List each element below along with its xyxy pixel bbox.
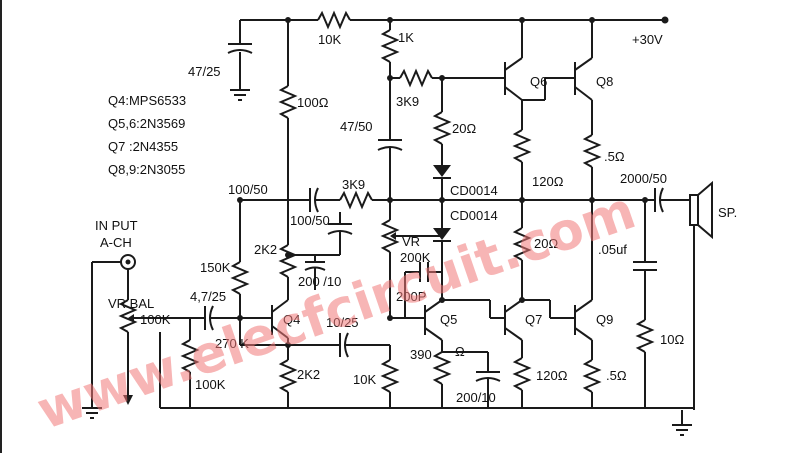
left-border (0, 0, 2, 453)
label-270k: 270 K (215, 336, 249, 351)
label-10-ohm-out: 10Ω (660, 332, 685, 347)
label-390-unit: Ω (455, 344, 465, 359)
label-10-25: 10/25 (326, 315, 359, 330)
label-47-25: 47/25 (188, 64, 221, 79)
label-10k-top: 10K (318, 32, 342, 47)
transistor-q8 (574, 20, 593, 135)
label-100k-pot: 100K (140, 312, 171, 327)
capacitor-200-10-b (475, 352, 501, 408)
label-47-50: 47/50 (340, 119, 373, 134)
diode-cd0014-a (433, 165, 451, 228)
label-200k: 200K (400, 250, 431, 265)
resistor-10k-bot (380, 345, 400, 408)
label-q4: Q4 (283, 312, 301, 327)
transistor-q7 (442, 299, 575, 358)
resistor-2k2-bot (278, 359, 298, 408)
resistor-100-ohm (278, 20, 298, 200)
resistor-270k (189, 318, 288, 346)
resistor-20-ohm-top (432, 78, 452, 165)
label-20-ohm-top: 20Ω (452, 121, 477, 136)
capacitor-10-25 (288, 332, 390, 358)
transistor-q6 (504, 20, 575, 130)
resistor-3k9-top (390, 68, 505, 88)
speaker (681, 180, 713, 425)
capacitor-200-10-a (304, 255, 326, 290)
label-q7: Q7 (525, 312, 543, 327)
label-q8: Q8 (596, 74, 614, 89)
capacitor-100-50-a (239, 187, 393, 262)
transistor-q4 (218, 299, 291, 360)
supply-label: +30V (632, 32, 663, 47)
label-05-ohm-top: .5Ω (604, 149, 625, 164)
label-3k9-top: 3K9 (396, 94, 420, 109)
label-4-7-25: 4,7/25 (190, 289, 227, 304)
resistor-150k (230, 261, 250, 318)
label-vr: VR (402, 234, 421, 249)
parts-list-q4: Q4:MPS6533 (108, 93, 187, 108)
label-2000-50: 2000/50 (620, 171, 667, 186)
label-diode-a: CD0014 (450, 183, 498, 198)
resistor-2k2-top (278, 200, 298, 300)
resistor-05-ohm-bot (582, 359, 602, 408)
label-3k9-mid: 3K9 (342, 177, 366, 192)
label-1k: 1K (398, 30, 414, 45)
resistor-20-ohm-mid (512, 227, 532, 300)
label-05-ohm-bot: .5Ω (606, 368, 627, 383)
label-diode-b: CD0014 (450, 208, 498, 223)
resistor-120-ohm-bot (512, 357, 532, 408)
label-120-ohm-top: 120Ω (532, 174, 564, 189)
capacitor-05uf (633, 200, 657, 320)
transistor-q5 (390, 299, 488, 353)
transistor-q9 (574, 299, 593, 360)
label-20-ohm-mid: 20Ω (534, 236, 559, 251)
label-150k: 150K (200, 260, 231, 275)
label-200-10-a: 200 /10 (298, 274, 342, 289)
label-2k2-bot: 2K2 (297, 367, 321, 382)
label-100k-bot: 100K (195, 377, 226, 392)
diode-cd0014-b (433, 228, 451, 300)
resistor-100k-bot (180, 339, 200, 408)
capacitor-4-7-25 (145, 305, 218, 331)
potentiometer-vr (380, 200, 442, 318)
capacitor-200p (404, 262, 442, 318)
parts-list-q7: Q7 :2N4355 (108, 139, 179, 154)
capacitor-47-25 (227, 20, 253, 101)
label-channel: A-CH (100, 235, 132, 250)
resistor-390-ohm (432, 351, 452, 408)
label-05uf: .05uf (598, 242, 627, 257)
resistor-1k (380, 20, 400, 140)
label-100-50-a: 100/50 (228, 182, 268, 197)
label-q6: Q6 (530, 74, 548, 89)
label-200p: 200P (396, 289, 427, 304)
label-200-10-b: 200/10 (456, 390, 496, 405)
label-390: 390 (410, 347, 432, 362)
label-100-ohm-top: 100Ω (297, 95, 329, 110)
label-100-50-b: 100/50 (290, 213, 330, 228)
label-q5: Q5 (440, 312, 458, 327)
input-jack (82, 254, 136, 419)
label-speaker: SP. (718, 205, 738, 220)
resistor-10-ohm-out (635, 319, 655, 408)
parts-list-q89: Q8,9:2N3055 (108, 162, 186, 177)
supply-rail (240, 10, 669, 30)
label-vr-bal: VR BAL (108, 296, 155, 311)
capacitor-47-50 (377, 139, 403, 200)
parts-list-q56: Q5,6:2N3569 (108, 116, 186, 131)
label-q9: Q9 (596, 312, 614, 327)
label-120-ohm-bot: 120Ω (536, 368, 568, 383)
label-input: IN PUT (95, 218, 138, 233)
label-10k-bot: 10K (353, 372, 377, 387)
potentiometer-vr-bal (118, 299, 161, 408)
label-2k2-top: 2K2 (254, 242, 278, 257)
ground-rail (160, 407, 694, 436)
